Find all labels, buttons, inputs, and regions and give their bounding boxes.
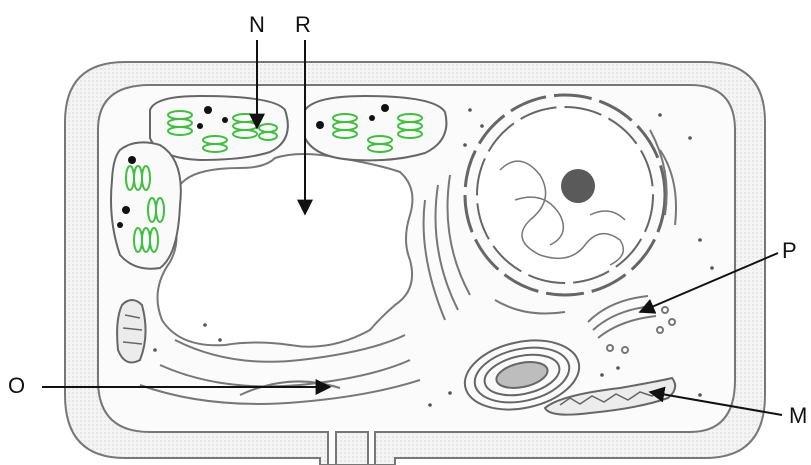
chloroplast-left — [111, 142, 181, 268]
nucleolus — [561, 169, 595, 203]
label-m: M — [789, 405, 807, 427]
label-p: P — [782, 240, 797, 262]
chloroplast-top-left — [150, 96, 288, 160]
label-o: O — [8, 375, 25, 397]
label-n: N — [249, 14, 265, 36]
mitochondrion-left — [117, 300, 145, 362]
label-r: R — [295, 14, 311, 36]
chloroplast-top-middle — [305, 96, 446, 160]
central-vacuole — [158, 154, 413, 347]
